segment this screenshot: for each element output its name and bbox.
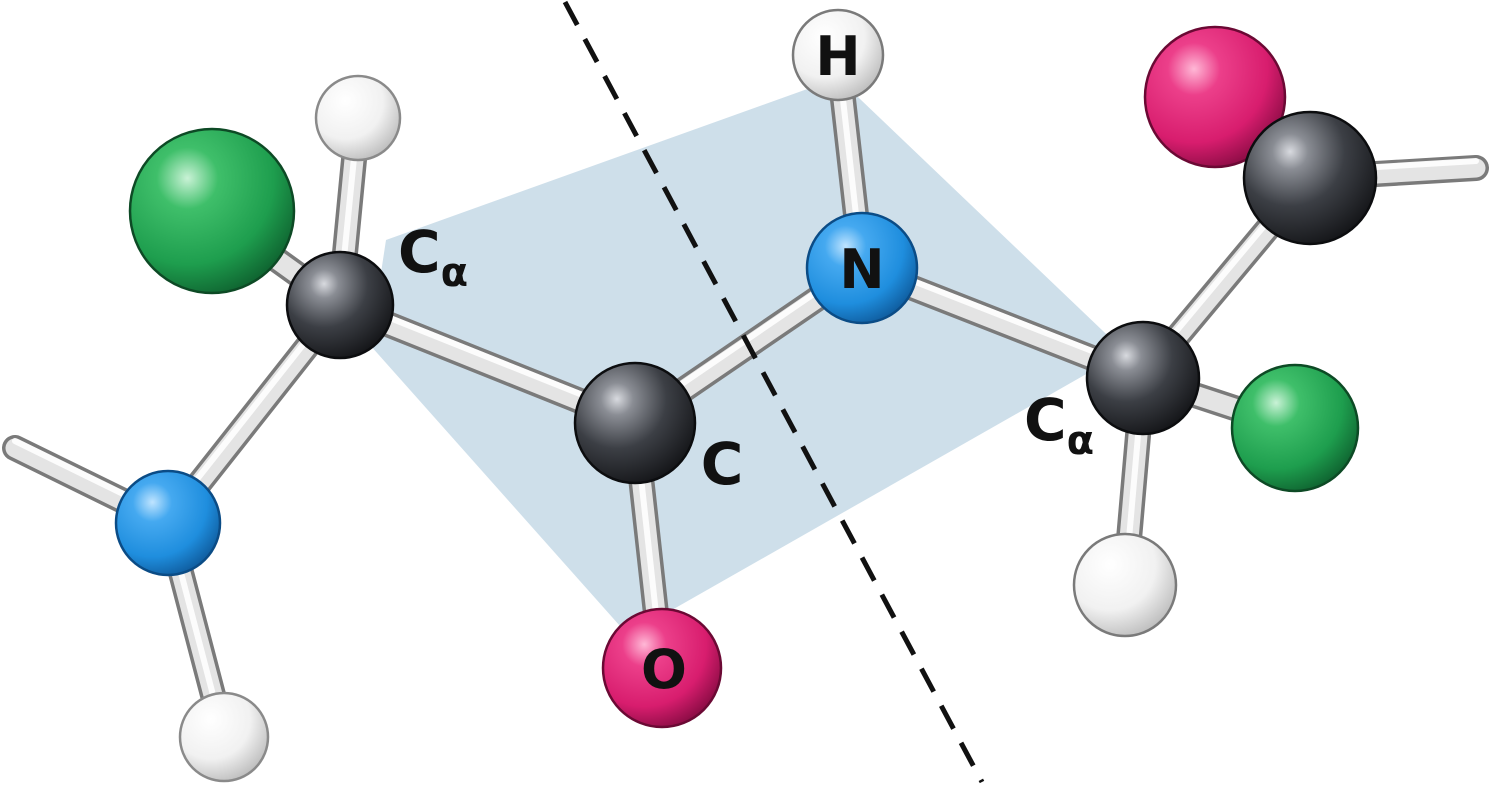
label-calpha-right-sub: α <box>1067 418 1094 464</box>
carbonyl-carbon-atom <box>573 361 697 485</box>
hydrogen-atom-n-left <box>178 691 270 783</box>
oxygen-atom-right <box>1143 25 1287 169</box>
hydrogen-atom-calpha-right <box>1072 532 1178 638</box>
nitrogen-atom-left <box>114 469 222 577</box>
label-amide-n: N <box>839 238 884 301</box>
carbon-atom-right <box>1242 110 1378 246</box>
dashed-divider-line <box>562 0 985 784</box>
labels: H N O C Cα Cα <box>398 25 1094 701</box>
hydrogen-atom-calpha-left <box>314 74 402 162</box>
label-calpha-left-sub: α <box>441 250 468 296</box>
carbonyl-oxygen-atom <box>601 607 723 729</box>
label-calpha-left: Cα <box>398 218 468 296</box>
carbon-alpha-atom-right <box>1085 320 1201 436</box>
label-calpha-right-main: C <box>1024 386 1067 454</box>
amide-nitrogen-atom <box>805 211 919 325</box>
side-group-atom-right <box>1230 363 1360 493</box>
label-amide-h: H <box>815 25 860 88</box>
label-calpha-right: Cα <box>1024 386 1094 464</box>
label-calpha-left-main: C <box>398 218 441 286</box>
atoms <box>114 8 1378 783</box>
carbon-alpha-atom-left <box>285 250 395 360</box>
label-carbonyl-o: O <box>641 638 687 701</box>
label-carbonyl-c: C <box>701 430 744 498</box>
side-group-atom-left <box>128 127 296 295</box>
hydrogen-atom-amide <box>791 8 885 102</box>
